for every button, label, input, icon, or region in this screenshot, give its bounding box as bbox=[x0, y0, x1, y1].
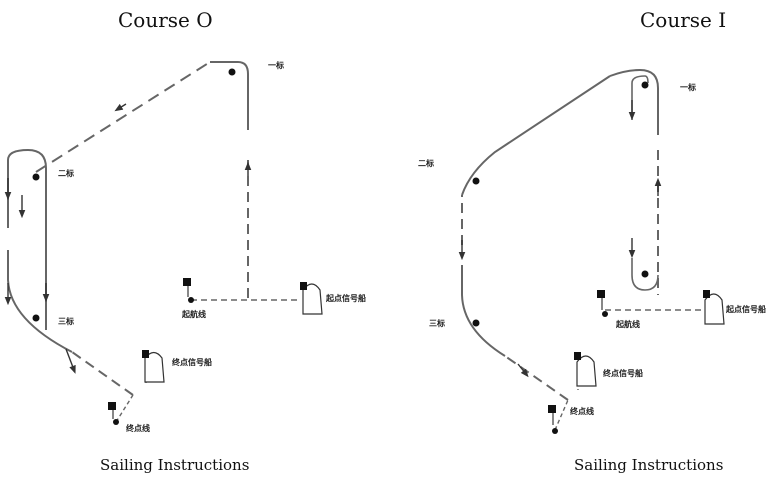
course-o-start-boat bbox=[300, 282, 323, 315]
course-o-start-line-label: 起航线 bbox=[181, 309, 206, 319]
course-o-title: Course O bbox=[118, 8, 213, 32]
course-i-mark2-label: 二标 bbox=[418, 158, 434, 168]
course-i-arrows bbox=[458, 100, 662, 378]
course-o-mark1 bbox=[228, 68, 236, 76]
course-i-leg-finish bbox=[504, 355, 569, 401]
course-i-finish-line bbox=[554, 399, 569, 431]
course-o-finish-flag bbox=[108, 402, 116, 410]
course-i-caption: Sailing Instructions bbox=[574, 456, 724, 474]
course-i-mark1-label: 一标 bbox=[680, 82, 696, 92]
course-i-mark2 bbox=[472, 177, 480, 185]
course-i-diagram bbox=[461, 68, 708, 431]
course-o-arrow-diag bbox=[114, 103, 127, 112]
course-i-start-boat bbox=[703, 290, 725, 325]
course-o-mark2-label: 二标 bbox=[58, 168, 74, 178]
course-o-caption: Sailing Instructions bbox=[100, 456, 250, 474]
course-i-mark3-label: 三标 bbox=[429, 318, 445, 328]
course-o-mark2 bbox=[32, 173, 40, 181]
course-i-finish-boat-label: 终点信号船 bbox=[602, 368, 643, 378]
course-o-start-boat-label: 起点信号船 bbox=[325, 293, 366, 303]
course-i-start-boat-label: 起点信号船 bbox=[725, 304, 766, 314]
course-o-arrow-bottom bbox=[65, 348, 76, 374]
course-o-diagram bbox=[7, 61, 300, 423]
course-o-mark3 bbox=[32, 314, 40, 322]
course-o-finish-line-label: 终点线 bbox=[125, 423, 150, 433]
course-o-start-flag bbox=[183, 278, 191, 286]
course-i-finish-pin bbox=[552, 428, 558, 434]
course-o-mark3-label: 三标 bbox=[58, 316, 74, 326]
course-i-start-flag bbox=[597, 290, 605, 298]
course-i-arrow-bottom bbox=[517, 363, 529, 378]
course-i-finish-flag bbox=[548, 405, 556, 413]
course-o-curve-mark3 bbox=[7, 279, 73, 353]
course-o-finish-pin bbox=[113, 419, 119, 425]
course-i-inner-mark bbox=[641, 270, 649, 278]
course-i-mark1 bbox=[641, 81, 649, 89]
course-i-finish-line-label: 终点线 bbox=[569, 406, 594, 416]
course-i-top-loop bbox=[609, 68, 659, 135]
course-o-arrows bbox=[4, 103, 252, 374]
course-o-leg-to-mark1 bbox=[35, 61, 211, 173]
course-o-mark1-label: 一标 bbox=[268, 60, 284, 70]
course-i-inner-bottom bbox=[631, 258, 659, 291]
course-o-loop-mark2 bbox=[7, 148, 47, 330]
course-o-finish-line bbox=[115, 394, 134, 423]
course-i-diag-to-mark1 bbox=[461, 75, 611, 196]
course-i-mark3 bbox=[472, 319, 480, 327]
course-o-leg-finish bbox=[71, 351, 134, 396]
course-i-start-pin bbox=[602, 311, 608, 317]
course-i-start-line-label: 起航线 bbox=[615, 319, 640, 329]
course-i-title: Course I bbox=[640, 8, 727, 32]
course-o-start-pin bbox=[188, 297, 194, 303]
course-o-finish-boat-label: 终点信号船 bbox=[171, 357, 212, 367]
course-i-inner-top bbox=[631, 75, 649, 84]
course-i-curve-mark3 bbox=[461, 294, 506, 357]
course-o-finish-boat bbox=[142, 350, 165, 383]
course-i-finish-boat bbox=[574, 352, 597, 387]
course-o-top bbox=[210, 61, 249, 75]
